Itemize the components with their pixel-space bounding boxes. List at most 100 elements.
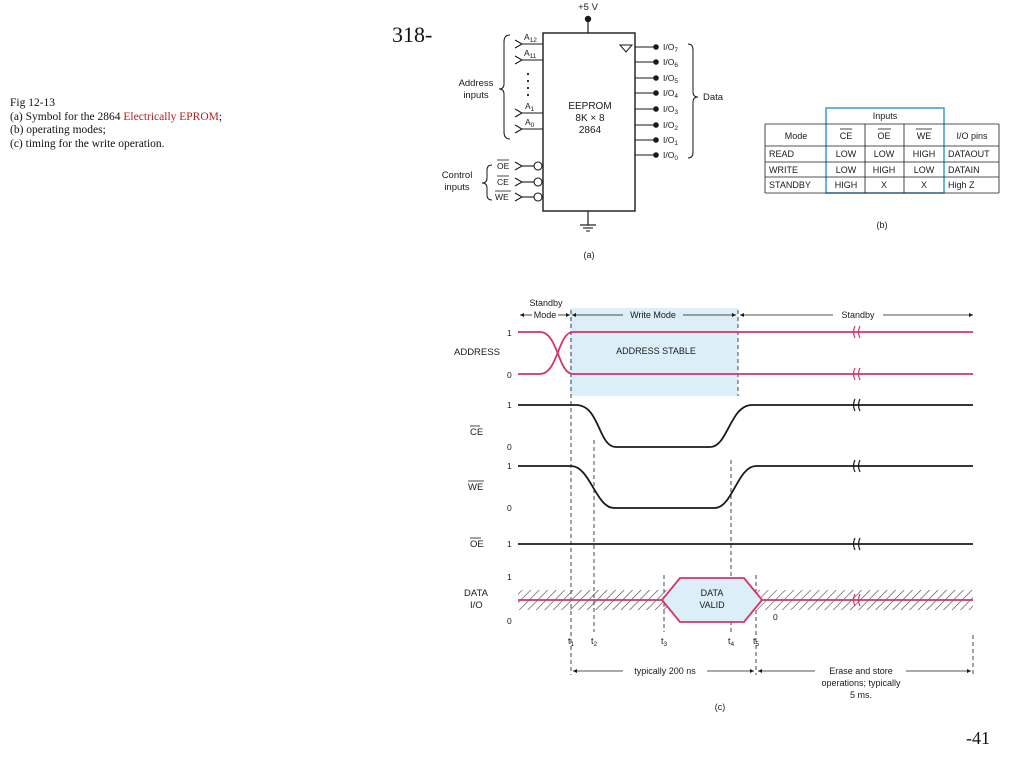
data-valid-label-2: VALID — [699, 600, 725, 610]
sublabel-b: (b) — [877, 220, 888, 230]
address-inputs-label-2: inputs — [463, 90, 489, 101]
address-level-zero: 0 — [507, 370, 512, 380]
pin-ce: CE — [497, 175, 543, 187]
address-level-one: 1 — [507, 328, 512, 338]
address-stable-label: ADDRESS STABLE — [616, 346, 696, 356]
svg-text:LOW: LOW — [914, 165, 935, 175]
pin-io1: I/O1 — [635, 135, 678, 147]
data-waveform-lower — [661, 599, 763, 623]
figure-caption: Fig 12-13 (a) Symbol for the 2864 Electr… — [10, 97, 390, 151]
mode-standby-left-line2: Mode — [534, 310, 557, 320]
control-inputs-label-1: Control — [442, 170, 473, 181]
svg-text:X: X — [921, 180, 927, 190]
svg-text:High Z: High Z — [948, 180, 975, 190]
address-inputs-label-1: Address — [459, 78, 494, 89]
svg-text:X: X — [881, 180, 887, 190]
data-signal-label-2: I/O — [470, 600, 483, 611]
page-number-bottom: -41 — [966, 728, 990, 748]
svg-text:HIGH: HIGH — [913, 149, 936, 159]
output-enable-triangle-icon — [618, 44, 634, 53]
duration-write-label: typically 200 ns — [634, 666, 696, 676]
ce-level-zero: 0 — [507, 442, 512, 452]
address-line-high — [518, 331, 973, 375]
pin-oe-label: OE — [497, 161, 510, 171]
header-io-pins: I/O pins — [956, 131, 988, 141]
mode-standby-right-label: Standby — [841, 310, 875, 320]
control-inputs-label-2: inputs — [444, 182, 470, 193]
header-ce: CE — [840, 131, 853, 141]
time-t2: t2 — [591, 636, 598, 648]
io-pins: I/O7 I/O6 I/O5 I/O4 I/O3 I/O2 I/O1 I/O0 — [635, 42, 678, 162]
pin-a0-label: A0 — [525, 117, 535, 129]
header-oe: OE — [877, 131, 890, 141]
pin-io7: I/O7 — [635, 42, 678, 54]
oe-signal-label: OE — [470, 539, 484, 550]
data-level-zero: 0 — [507, 616, 512, 626]
svg-text:I/O0: I/O0 — [663, 150, 678, 162]
mode-standby-left-line1: Standby — [529, 298, 563, 308]
mode-write-label: Write Mode — [630, 310, 676, 320]
time-t1: t1 — [568, 636, 575, 648]
data-brace — [687, 43, 699, 159]
we-level-zero: 0 — [507, 503, 512, 513]
pin-a11: A11 — [514, 48, 543, 65]
sublabel-a: (a) — [584, 250, 595, 260]
svg-text:DATAOUT: DATAOUT — [948, 149, 990, 159]
write-mode-panel — [570, 308, 738, 396]
pin-io0: I/O0 — [635, 150, 678, 162]
address-ellipsis-icon — [526, 72, 530, 97]
caption-a-highlight: Electrically EPROM — [123, 110, 219, 123]
svg-text:I/O6: I/O6 — [663, 57, 678, 69]
chip-body — [542, 32, 636, 212]
caption-line-b: (b) operating modes; — [10, 124, 106, 136]
operating-modes-table: Inputs Mode CE OE WE I/O pins READ LOW L… — [764, 107, 1000, 230]
supply-label: +5 V — [578, 2, 598, 13]
svg-text:I/O1: I/O1 — [663, 135, 678, 147]
pin-io6: I/O6 — [635, 57, 678, 69]
data-level-one: 1 — [507, 572, 512, 582]
pin-a11-label: A11 — [524, 48, 537, 60]
data-valid-label-1: DATA — [701, 588, 724, 598]
address-signal-label: ADDRESS — [454, 347, 500, 358]
svg-text:I/O7: I/O7 — [663, 42, 678, 54]
write-timing-diagram: Standby Mode Write Mode Standby ADDRESS … — [454, 298, 974, 712]
oe-level-one: 1 — [507, 539, 512, 549]
break-symbol-icon — [852, 398, 861, 551]
table-row: STANDBY HIGH X X High Z — [769, 180, 975, 190]
pin-ce-label: CE — [497, 177, 509, 187]
caption-line-a: (a) Symbol for the 2864 Electrically EPR… — [10, 111, 390, 125]
pin-io2: I/O2 — [635, 120, 678, 132]
svg-text:I/O2: I/O2 — [663, 120, 678, 132]
svg-text:DATAIN: DATAIN — [948, 165, 980, 175]
chip-organization: 8K × 8 — [575, 113, 605, 124]
pin-a12: A12 — [514, 32, 543, 49]
break-symbol-icon — [852, 325, 861, 607]
duration-erase-label-2: operations; typically — [821, 678, 901, 688]
sublabel-c: (c) — [715, 702, 726, 712]
data-valid-fill — [662, 578, 762, 622]
ce-signal-label: CE — [470, 427, 483, 438]
pin-io4: I/O4 — [635, 88, 678, 100]
pin-io5: I/O5 — [635, 73, 678, 85]
pin-oe: OE — [497, 159, 543, 171]
svg-text:WRITE: WRITE — [769, 165, 798, 175]
ce-waveform — [518, 404, 973, 448]
data-label: Data — [703, 92, 724, 103]
svg-text:LOW: LOW — [836, 149, 857, 159]
svg-text:STANDBY: STANDBY — [769, 180, 811, 190]
pin-a0: A0 — [514, 117, 543, 134]
table-row: WRITE LOW HIGH LOW DATAIN — [769, 165, 980, 175]
time-t3: t3 — [661, 636, 668, 648]
header-mode: Mode — [785, 131, 808, 141]
caption-fig-number: Fig 12-13 — [10, 97, 56, 109]
data-level-zero-right: 0 — [773, 612, 778, 622]
duration-erase-label-3: 5 ms. — [850, 690, 872, 700]
pin-we-label: WE — [495, 192, 509, 202]
chip-part-number: 2864 — [579, 125, 602, 136]
pin-a12-label: A12 — [524, 32, 537, 44]
data-waveform-upper — [518, 577, 973, 601]
we-waveform — [518, 465, 973, 509]
caption-a-suffix: ; — [218, 110, 223, 123]
svg-text:READ: READ — [769, 149, 795, 159]
svg-text:LOW: LOW — [836, 165, 857, 175]
